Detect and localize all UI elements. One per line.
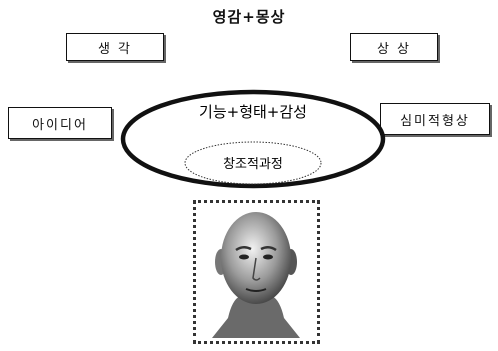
outer-oval-text: 기능+형태+감성 bbox=[199, 103, 307, 121]
human-head-icon bbox=[212, 212, 300, 338]
imagination-box: 상 상 bbox=[350, 33, 438, 61]
inner-oval-text: 창조적과정 bbox=[223, 157, 283, 172]
diagram-title: 영감+몽상 bbox=[212, 8, 286, 26]
inner-oval bbox=[184, 141, 322, 185]
thought-label: 생 각 bbox=[97, 41, 133, 57]
outer-oval bbox=[120, 89, 386, 189]
face-frame bbox=[193, 200, 320, 344]
thought-box: 생 각 bbox=[66, 33, 164, 61]
imagination-label: 상 상 bbox=[376, 41, 412, 57]
idea-box: 아이디어 bbox=[8, 107, 112, 139]
aesthetic-form-label: 심미적형상 bbox=[400, 113, 470, 129]
idea-label: 아이디어 bbox=[32, 117, 88, 133]
aesthetic-form-box: 심미적형상 bbox=[380, 103, 490, 135]
